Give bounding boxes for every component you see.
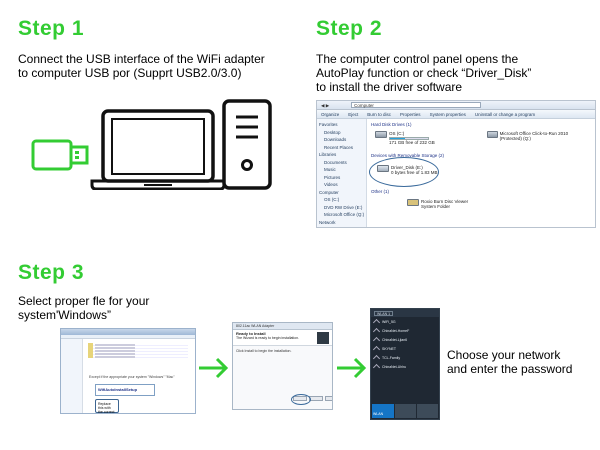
callout-tip: Replace this with the correct (95, 399, 119, 413)
nav-pictures: Pictures (324, 174, 341, 180)
office-drive: Microsoft Office Click-to-Run 2010 (Prot… (487, 131, 587, 141)
toolbar-burn: Burn to disc (367, 111, 392, 117)
step-2-text: The computer control panel opens the Aut… (316, 52, 532, 94)
step-1-title: Step 1 (18, 17, 85, 40)
usb-adapter-icon (31, 139, 89, 171)
nav-libraries: Libraries (319, 152, 337, 157)
toolbar-system-properties: System properties (429, 111, 466, 117)
installer-logo-icon (317, 332, 329, 344)
roxio-sub: System Folder (421, 204, 451, 209)
explorer-main: Hard Disk Drives (1) OS (C:) 171 GB free… (367, 119, 595, 227)
nav-os-c: OS (C:) (324, 197, 340, 202)
folder-icon (407, 199, 419, 206)
network-item: TCL-Family (371, 353, 439, 363)
explorer-toolbar: Organize Eject Burn to disc Properties S… (317, 110, 595, 119)
tile-wlan: WLAN (372, 404, 394, 418)
toolbar-properties: Properties (400, 111, 421, 117)
window-toolbar (61, 335, 195, 339)
network-list-screenshot: WLAN 1 WiFi_5G ChinaNet-HomeF ChinaNet-L… (370, 308, 440, 420)
toolbar-uninstall: Uninstall or change a program (474, 111, 536, 117)
drive-c-usage-bar (389, 137, 429, 140)
drive-c-label: OS (C:) (389, 131, 405, 136)
nav-documents: Documents (324, 159, 347, 165)
window-note: Except if the appropriate your system "W… (89, 375, 175, 379)
network-item: ChinaNet-HomeF (371, 326, 439, 336)
installer-header: Ready to Install The Wizard is ready to … (233, 330, 332, 346)
wifi-signal-icon (372, 363, 381, 372)
laptop-icon (90, 109, 226, 190)
desktop-tower-icon (222, 99, 272, 190)
installer-screenshot: 802.11ac WLAN Adapter Ready to Install T… (232, 322, 333, 410)
network-adapter-label: WLAN 1 (374, 310, 394, 316)
nav-dvd: DVD RW Drive (E:) (324, 204, 363, 210)
explorer-screenshot: ◀ ▶ Computer Organize Eject Burn to disc… (316, 100, 596, 228)
nav-favorites: Favorites (319, 122, 338, 127)
window-nav (61, 339, 83, 413)
nav-music: Music (324, 167, 336, 172)
toolbar-eject: Eject (348, 111, 359, 117)
driver-disk-highlight (369, 157, 439, 187)
nav-downloads: Downloads (324, 137, 347, 142)
network-item: SKYNET (371, 344, 439, 354)
network-adapter-select: WLAN 1 (371, 309, 439, 317)
nav-office: Microsoft Office (Q:) (324, 212, 365, 217)
file-list (88, 343, 188, 358)
install-button-highlight (291, 394, 311, 405)
network-item: ChinaNet-Uhhu (371, 362, 439, 372)
installer-titlebar: 802.11ac WLAN Adapter (233, 323, 332, 330)
nav-videos: Videos (324, 182, 338, 187)
roxio-label: Roxio Burn Disc Viewer (421, 199, 469, 204)
nav-network: Network (319, 219, 336, 225)
wifi-signal-icon (372, 327, 381, 336)
step-3-title: Step 3 (18, 261, 85, 284)
folder-select-screenshot: Except if the appropriate your system "W… (60, 328, 196, 414)
group-other: Other (1) (371, 189, 390, 194)
quick-action-tiles: WLAN (371, 403, 439, 419)
step-3-note: Choose your network and enter the passwo… (447, 348, 573, 376)
nav-recent: Recent Places (324, 144, 354, 150)
setup-folder: WifiAutoInstallSetup (95, 384, 155, 396)
wifi-signal-icon (372, 354, 381, 363)
group-removable: Devices with Removable Storage (2) (371, 153, 445, 158)
step-1-illustration (31, 99, 272, 190)
step-2-title: Step 2 (316, 17, 383, 40)
office-drive-icon (487, 131, 498, 138)
hard-drive-icon (375, 131, 387, 138)
network-item: ChinaNet-Ljian6 (371, 335, 439, 345)
nav-desktop: Desktop (324, 129, 341, 135)
office-drive-label: Microsoft Office Click-to-Run 2010 (Prot… (499, 131, 569, 141)
drive-c: OS (C:) 171 GB free of 232 GB (375, 131, 435, 145)
window-titlebar (61, 329, 195, 335)
wifi-signal-icon (372, 345, 381, 354)
group-hard-disk: Hard Disk Drives (1) (371, 122, 412, 127)
installer-header-sub: The Wizard is ready to begin installatio… (236, 336, 300, 340)
wifi-signal-icon (372, 336, 381, 345)
wifi-signal-icon (372, 318, 381, 327)
arrow-right-icon (199, 357, 229, 379)
step-3-text: Select proper fle for your system'Window… (18, 294, 150, 322)
arrow-right-icon (337, 357, 367, 379)
back-icon: ◀ ▶ (321, 102, 330, 108)
drive-c-free: 171 GB free of 232 GB (389, 140, 435, 145)
step-1-text: Connect the USB interface of the WiFi ad… (18, 52, 265, 80)
toolbar-organize: Organize (321, 111, 340, 117)
nav-computer: Computer (319, 189, 339, 195)
network-item: WiFi_5G (371, 317, 439, 327)
explorer-nav: Favorites Desktop Downloads Recent Place… (317, 119, 367, 227)
explorer-address-bar: ◀ ▶ Computer (317, 101, 595, 110)
installer-body: Click Install to begin the installation. (236, 349, 292, 353)
installer-header-title: Ready to Install (236, 331, 266, 336)
explorer-address: Computer (351, 102, 482, 108)
roxio-item: Roxio Burn Disc Viewer System Folder (407, 199, 468, 209)
